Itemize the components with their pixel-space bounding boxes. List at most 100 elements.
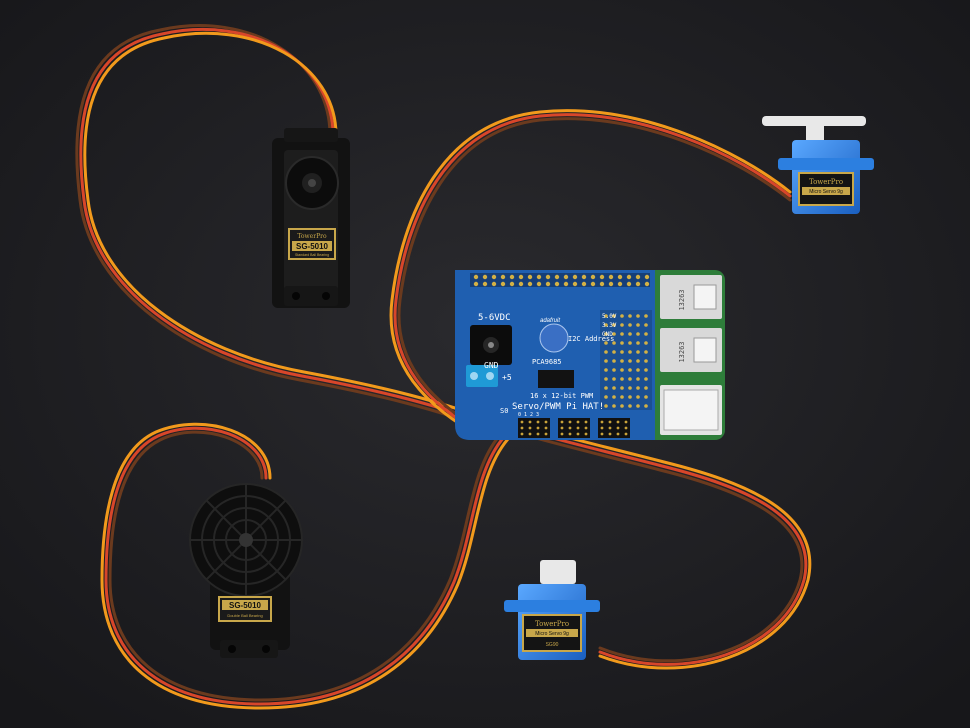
micro-top-model: Micro Servo 9g xyxy=(809,189,843,195)
proto-hole xyxy=(644,323,648,327)
proto-hole xyxy=(604,350,608,354)
round-servo-horn xyxy=(189,483,303,597)
usb-label-top: 13263 xyxy=(678,289,686,310)
proto-hole xyxy=(612,341,616,345)
header-pin xyxy=(528,426,532,430)
gpio-pin xyxy=(644,281,650,287)
proto-hole xyxy=(604,359,608,363)
proto-hole xyxy=(636,350,640,354)
micro-servo-top: TowerPro Micro Servo 9g xyxy=(762,116,874,214)
gpio-pin xyxy=(482,281,488,287)
gpio-pin xyxy=(617,281,623,287)
micro-servo-bottom: TowerPro Micro Servo 9g SG90 xyxy=(504,560,600,660)
gpio-pin xyxy=(545,281,551,287)
proto-hole xyxy=(620,377,624,381)
header-pin xyxy=(608,432,612,436)
proto-hole xyxy=(620,386,624,390)
gpio-pin xyxy=(572,281,578,287)
capacitor xyxy=(539,323,569,353)
cable-micro-bottom xyxy=(513,422,812,670)
proto-hole xyxy=(604,323,608,327)
header-pin xyxy=(560,432,564,436)
header-pin xyxy=(576,432,580,436)
proto-hole xyxy=(644,395,648,399)
proto-hole xyxy=(644,386,648,390)
proto-hole xyxy=(644,368,648,372)
proto-hole xyxy=(636,314,640,318)
gpio-pin xyxy=(509,274,515,280)
gpio-pin xyxy=(644,274,650,280)
gpio-pins xyxy=(473,274,650,287)
header-pins xyxy=(520,420,628,436)
large-top-model: SG-5010 xyxy=(296,242,329,251)
gpio-pin xyxy=(608,281,614,287)
pwm-subtitle: 16 x 12-bit PWM xyxy=(530,392,593,400)
header-pin xyxy=(544,432,548,436)
proto-hole xyxy=(628,359,632,363)
header-pin xyxy=(536,432,540,436)
proto-hole xyxy=(620,404,624,408)
gpio-pin xyxy=(500,274,506,280)
proto-hole xyxy=(644,359,648,363)
gpio-pin xyxy=(590,274,596,280)
chip-label: PCA9685 xyxy=(532,358,562,366)
header-pin xyxy=(616,420,620,424)
proto-area xyxy=(600,310,652,410)
v33-label: 3.3V xyxy=(602,322,617,329)
header-pin xyxy=(528,432,532,436)
dc-power-jack xyxy=(470,325,512,365)
proto-hole xyxy=(612,377,616,381)
gpio-pin xyxy=(563,274,569,280)
gpio-pin xyxy=(518,274,524,280)
header-pin xyxy=(568,432,572,436)
gpio-pin xyxy=(599,281,605,287)
proto-hole xyxy=(604,332,608,336)
gpio-pin xyxy=(482,274,488,280)
large-bottom-sub: Double Ball Bearing xyxy=(227,613,262,618)
proto-hole xyxy=(612,395,616,399)
gpio-pin xyxy=(590,281,596,287)
proto-hole xyxy=(628,332,632,336)
proto-hole xyxy=(612,368,616,372)
proto-hole xyxy=(620,395,624,399)
proto-hole xyxy=(636,368,640,372)
header-pin xyxy=(536,426,540,430)
gpio-pin xyxy=(581,274,587,280)
proto-hole xyxy=(612,350,616,354)
proto-hole xyxy=(604,404,608,408)
servo-hat-board: 5-6VDC GND +5 PCA9685 I2C Address 5.0V 3… xyxy=(455,270,655,440)
header-pin xyxy=(544,426,548,430)
proto-hole xyxy=(636,359,640,363)
header-pin xyxy=(608,426,612,430)
header-pin xyxy=(616,432,620,436)
header-pin xyxy=(576,420,580,424)
gpio-pin xyxy=(563,281,569,287)
proto-hole xyxy=(636,404,640,408)
hat-title: Servo/PWM Pi HAT! xyxy=(512,402,604,412)
proto-hole xyxy=(620,368,624,372)
large-bottom-model: SG-5010 xyxy=(229,601,262,610)
proto-hole xyxy=(636,323,640,327)
header-pin xyxy=(560,420,564,424)
v50-label: 5.0V xyxy=(602,313,617,320)
gpio-pin xyxy=(608,274,614,280)
proto-hole xyxy=(620,359,624,363)
channel-label: 0 1 2 3 xyxy=(518,412,539,418)
proto-hole xyxy=(612,323,616,327)
proto-hole xyxy=(644,350,648,354)
header-pin xyxy=(568,426,572,430)
gpio-pin xyxy=(626,281,632,287)
header-pin xyxy=(528,420,532,424)
cable-micro-top xyxy=(389,109,792,440)
gpio-pin xyxy=(536,281,542,287)
proto-hole xyxy=(636,377,640,381)
header-pin xyxy=(624,426,628,430)
header-pin xyxy=(520,432,524,436)
gpio-pin xyxy=(545,274,551,280)
gpio-pin xyxy=(572,274,578,280)
proto-hole xyxy=(628,341,632,345)
proto-hole xyxy=(604,341,608,345)
proto-hole xyxy=(644,332,648,336)
cable-large-bottom xyxy=(100,422,510,710)
